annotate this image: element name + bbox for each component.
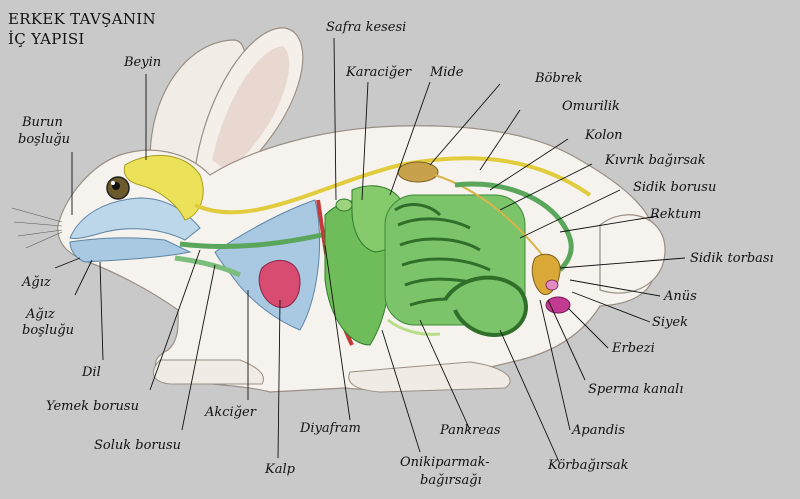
label-kalp: Kalp [264, 462, 296, 477]
label-kolon: Kolon [584, 128, 623, 143]
label-anus: Anüs [663, 289, 697, 304]
label-mide: Mide [429, 65, 464, 80]
trachea [174, 255, 242, 278]
label-korbagirsak: Körbağırsak [547, 458, 629, 473]
pancreas [387, 318, 441, 336]
label-diyafram: Diyafram [299, 421, 361, 436]
label-beyin: Beyin [123, 55, 161, 70]
label-bobrek: Böbrek [534, 71, 583, 86]
label-burun-1: Burun [21, 115, 63, 130]
kidney [397, 161, 439, 183]
testis [545, 296, 571, 314]
gallbladder [335, 198, 353, 212]
label-akciger: Akciğer [204, 405, 257, 420]
label-agiz: Ağız [21, 275, 51, 290]
leader-lines [54, 37, 686, 465]
label-rektum: Rektum [649, 207, 701, 222]
heart [258, 260, 301, 308]
label-siyek: Siyek [652, 315, 688, 330]
label-safra-kesesi: Safra kesesi [326, 20, 406, 35]
label-apandis: Apandis [571, 423, 625, 438]
label-kivrik-bagirsak: Kıvrık bağırsak [604, 153, 706, 168]
intestine-coils [384, 194, 528, 338]
label-yemek-borusu: Yemek borusu [46, 399, 139, 414]
spinal-cord [194, 156, 592, 215]
label-omurilik: Omurilik [562, 99, 620, 114]
label-sidik-torbasi: Sidik torbası [690, 251, 774, 266]
label-dil: Dil [81, 365, 101, 380]
title-line-1: ERKEK TAVŞANIN [8, 10, 156, 28]
label-agiz-bos-2: boşluğu [22, 323, 74, 338]
tail [599, 214, 666, 294]
label-sidik-borusu: Sidik borusu [633, 180, 716, 195]
label-erbezi: Erbezi [611, 341, 655, 356]
hind-leg [348, 361, 511, 393]
title-line-2: İÇ YAPISI [8, 30, 85, 48]
label-pankreas: Pankreas [439, 423, 501, 438]
mouth-cavity [69, 237, 192, 263]
label-onikiparmak-2: bağırsağı [420, 473, 482, 488]
label-sperma-kanali: Sperma kanalı [588, 382, 683, 397]
brain [123, 154, 204, 221]
label-karaciger: Karaciğer [345, 65, 412, 80]
colon [454, 181, 574, 272]
label-onikiparmak-1: Onikiparmak- [400, 455, 490, 470]
label-burun-2: boşluğu [18, 132, 70, 147]
ureter [434, 174, 549, 263]
label-agiz-bos-1: Ağız [25, 307, 55, 322]
nasal-cavity [69, 197, 201, 241]
ear-inner [212, 46, 290, 172]
front-leg [152, 359, 264, 385]
label-soluk-borusu: Soluk borusu [94, 438, 181, 453]
esophagus [179, 229, 336, 250]
whiskers [11, 207, 63, 249]
